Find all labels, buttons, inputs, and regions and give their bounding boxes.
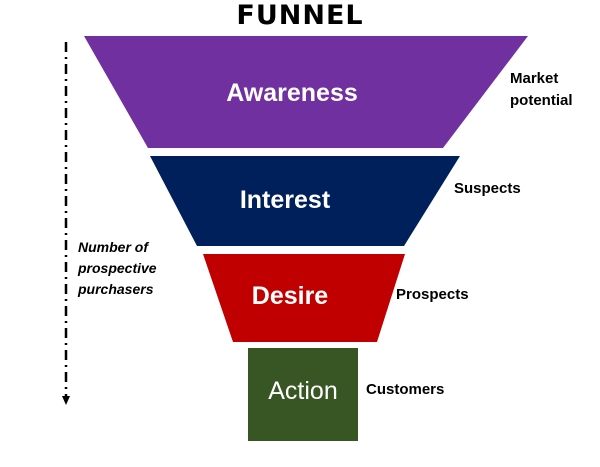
side-label-market-potential: Market potential xyxy=(510,70,573,109)
axis-arrowhead xyxy=(62,396,70,405)
stage-label-action: Action xyxy=(268,377,338,405)
action-layer xyxy=(248,348,358,441)
diagram-title: FUNNEL xyxy=(236,0,364,31)
stage-label-interest: Interest xyxy=(239,186,331,214)
side-label-prospects: Prospects xyxy=(396,286,469,303)
interest-layer xyxy=(150,156,460,246)
axis-label: Number of prospective purchasers xyxy=(78,239,157,297)
stage-label-desire: Desire xyxy=(251,282,329,310)
side-label-customers: Customers xyxy=(366,381,445,398)
side-label-suspects: Suspects xyxy=(454,180,521,197)
awareness-layer xyxy=(84,36,528,148)
desire-layer xyxy=(203,254,405,342)
stage-label-awareness: Awareness xyxy=(226,79,358,107)
